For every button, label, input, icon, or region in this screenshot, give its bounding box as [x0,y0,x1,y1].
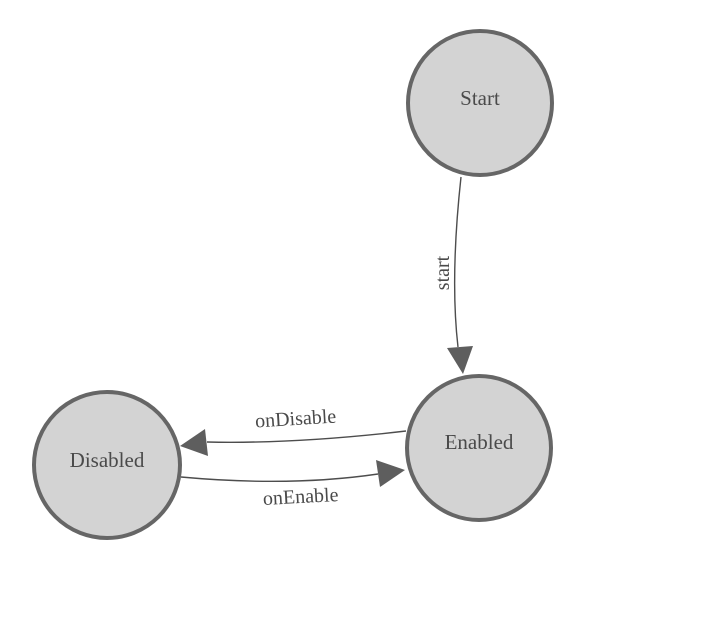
edge-onenable [180,473,379,483]
edge-ondisable-arrowhead-icon [180,429,208,456]
edge-start [453,176,462,348]
state-node-disabled[interactable] [32,390,182,540]
edge-ondisable [206,430,407,443]
edge-label-start: start [432,255,454,290]
node-label-enabled: Enabled [445,430,514,454]
edge-label-onenable: onEnable [262,484,339,510]
node-label-start: Start [460,86,500,110]
state-node-enabled[interactable] [405,374,553,522]
edge-onenable-arrowhead-icon [376,460,405,487]
state-node-start[interactable] [406,29,554,177]
node-label-disabled: Disabled [70,448,145,472]
edge-label-ondisable: onDisable [254,406,336,433]
edge-start-arrowhead-icon [447,346,473,374]
